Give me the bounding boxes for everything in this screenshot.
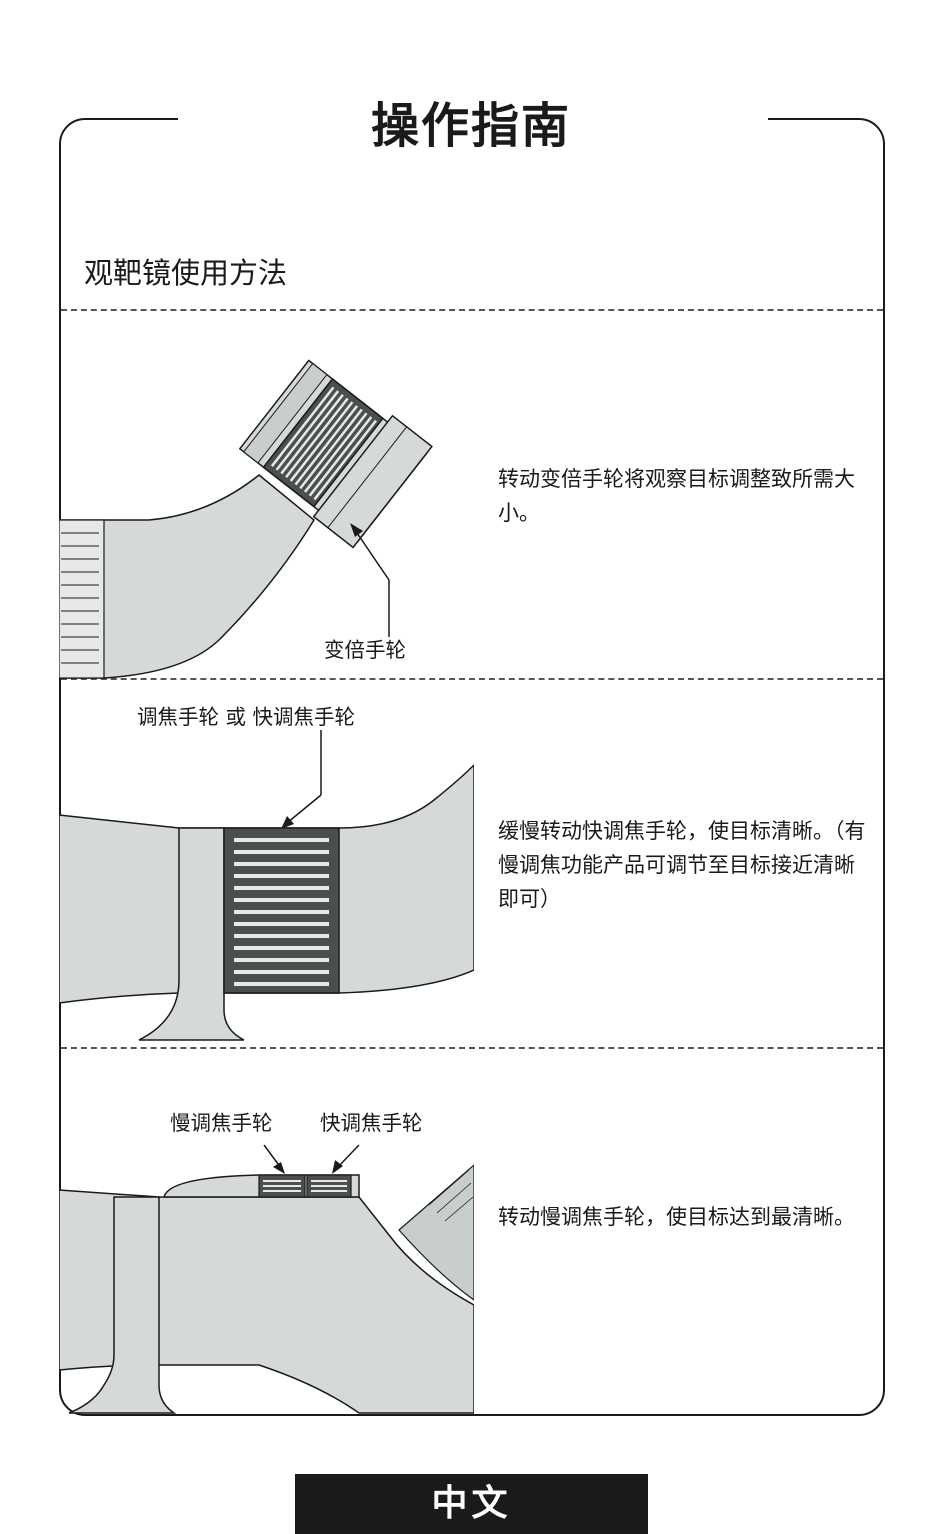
step-2-description: 缓慢转动快调焦手轮，使目标清晰。（有慢调焦功能产品可调节至目标接近清晰即可）	[498, 819, 866, 911]
page-title: 操作指南	[370, 98, 571, 154]
step-3-description: 转动慢调焦手轮，使目标达到最清晰。	[498, 1205, 855, 1229]
section-divider	[61, 309, 883, 311]
fast-focus-wheel-label: 快调焦手轮	[320, 1111, 423, 1135]
step-1-description: 转动变倍手轮将观察目标调整致所需大小。	[498, 467, 855, 525]
section-title: 观靶镜使用方法	[84, 256, 288, 290]
dual-focus-illustration	[59, 1144, 474, 1414]
step-divider	[61, 1047, 883, 1049]
slow-focus-wheel-label: 慢调焦手轮	[170, 1111, 273, 1135]
zoom-wheel-label: 变倍手轮	[324, 638, 406, 662]
title-gap	[178, 100, 768, 140]
focus-wheel-label: 调焦手轮 或 快调焦手轮	[137, 705, 356, 729]
focus-wheel-illustration	[59, 730, 474, 1041]
zoom-wheel-illustration	[59, 359, 433, 679]
language-tab[interactable]: 中文	[295, 1474, 648, 1534]
step-divider	[61, 678, 883, 680]
